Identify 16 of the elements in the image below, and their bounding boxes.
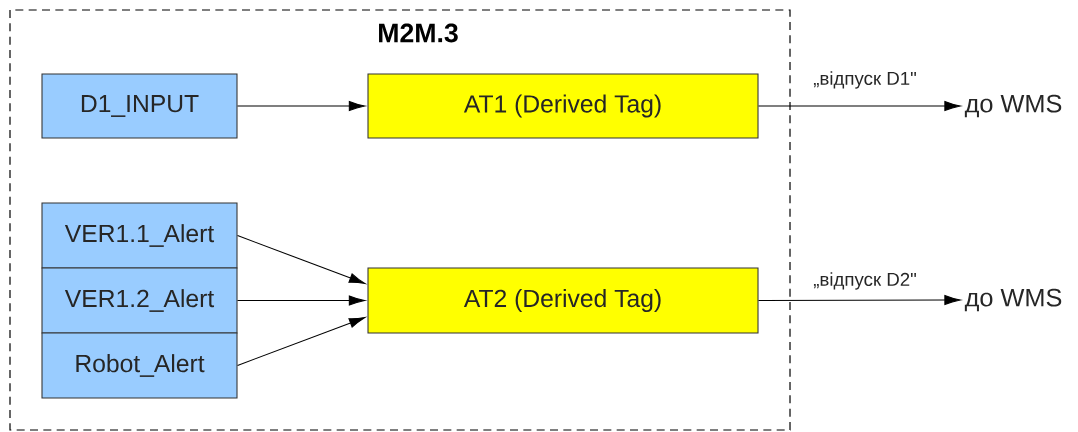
input-box: Robot_Alert	[41, 332, 238, 399]
arrow	[237, 295, 366, 306]
arrow	[237, 234, 366, 285]
input-box: VER1.1_Alert	[41, 202, 238, 269]
input-box: VER1.2_Alert	[41, 267, 238, 334]
edge-label: „відпуск D2"	[813, 272, 916, 290]
arrow	[758, 100, 961, 112]
arrow	[237, 316, 366, 367]
derived-tag-box: AT2 (Derived Tag)	[367, 267, 759, 334]
destination-label: до WMS	[964, 288, 1062, 312]
derived-tag-box: AT1 (Derived Tag)	[367, 73, 759, 139]
input-box: D1_INPUT	[41, 73, 238, 139]
arrow	[237, 100, 366, 112]
edge-label: „відпуск D1"	[813, 71, 916, 89]
destination-label: до WMS	[964, 94, 1062, 118]
arrow	[758, 295, 961, 306]
